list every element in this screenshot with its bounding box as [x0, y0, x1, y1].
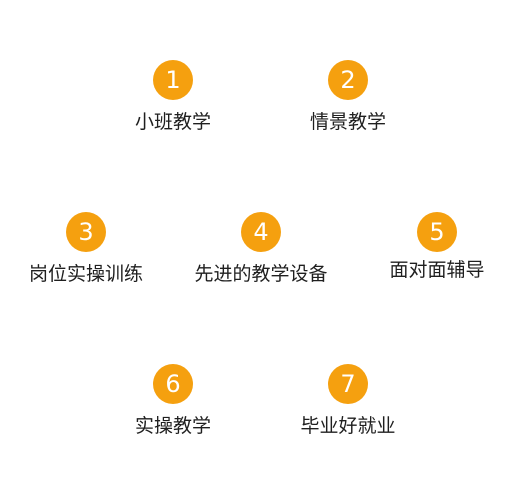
- number-badge: 5: [417, 212, 457, 252]
- feature-item-advanced-equipment: 4 先进的教学设备: [171, 212, 351, 286]
- feature-label: 岗位实操训练: [28, 263, 143, 285]
- feature-item-scenario-teaching: 2 情景教学: [258, 60, 438, 134]
- feature-label: 毕业好就业: [300, 415, 396, 437]
- feature-item-good-employment: 7 毕业好就业: [258, 364, 438, 438]
- number-badge: 6: [153, 364, 193, 404]
- number-badge: 4: [241, 212, 281, 252]
- feature-item-small-class: 1 小班教学: [83, 60, 263, 134]
- number-badge: 2: [328, 60, 368, 100]
- number-badge: 7: [328, 364, 368, 404]
- feature-label: 先进的教学设备: [194, 263, 328, 285]
- feature-label: 小班教学: [134, 111, 211, 133]
- number-badge: 1: [153, 60, 193, 100]
- feature-label: 情景教学: [309, 111, 386, 133]
- feature-item-practical-teaching: 6 实操教学: [83, 364, 263, 438]
- number-badge: 3: [66, 212, 106, 252]
- feature-label: 面对面辅导: [389, 259, 485, 281]
- feature-label: 实操教学: [134, 415, 211, 437]
- feature-item-face-to-face-tutoring: 5 面对面辅导: [347, 212, 522, 282]
- feature-item-job-practice: 3 岗位实操训练: [0, 212, 176, 286]
